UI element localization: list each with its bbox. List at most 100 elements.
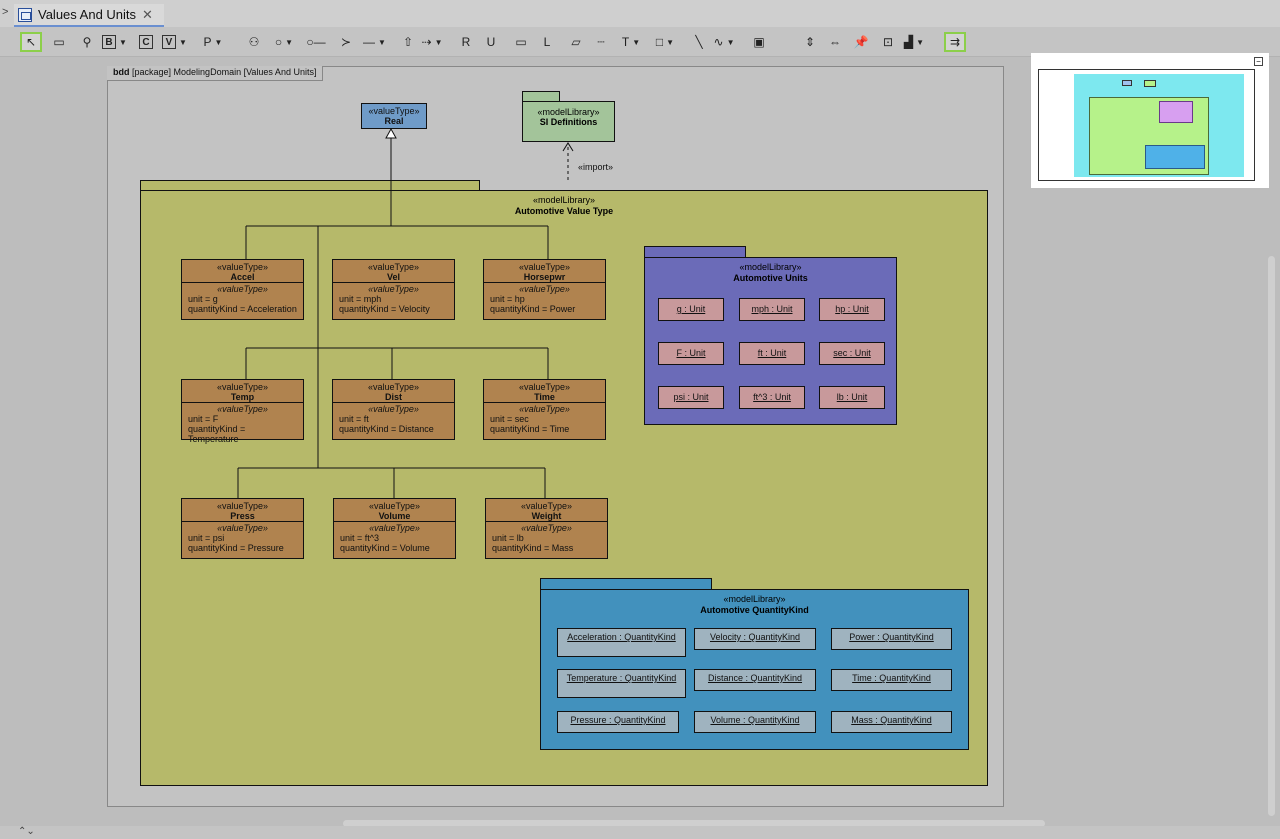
auto-layout-tool[interactable]: ⇉ [944,32,966,52]
unit-instance[interactable]: sec : Unit [819,342,885,365]
dropdown-arrow-icon[interactable]: ▼ [179,37,187,47]
corner-tool[interactable]: L [536,32,558,52]
compartment-stereotype: «valueType» [519,284,570,294]
auto-units-name: Automotive Units [733,273,808,283]
realization-tool[interactable]: R [455,32,477,52]
si-definitions-package-tab [522,91,560,102]
port-tool-icon: P [203,35,212,49]
dependency-tool[interactable]: ⇢▼ [421,32,443,52]
si-stereotype: «modelLibrary» [537,107,600,117]
dropdown-arrow-icon[interactable]: ▼ [434,37,443,47]
block-tool[interactable]: B▼ [102,32,127,52]
collapse-minimap-icon[interactable]: − [1254,57,1263,66]
unit-attribute: unit = psi [188,533,225,543]
usage-tool[interactable]: U [480,32,502,52]
si-definitions-package[interactable]: «modelLibrary» SI Definitions [522,101,615,142]
dropdown-arrow-icon[interactable]: ▼ [916,37,925,47]
quantitykind-instance[interactable]: Acceleration : QuantityKind [557,628,686,657]
quantitykind-instance[interactable]: Mass : QuantityKind [831,711,952,733]
layout-tool[interactable]: ▟▼ [903,32,925,52]
quantitykind-instance[interactable]: Distance : QuantityKind [694,669,816,691]
dropdown-arrow-icon[interactable]: ▼ [666,37,675,47]
valuetype-tool[interactable]: V▼ [162,32,187,52]
value-type-stereotype: «valueType» [216,262,269,272]
actor-tool[interactable]: ⚇ [243,32,265,52]
real-value-type[interactable]: «valueType» Real [361,103,427,129]
center-tool[interactable]: ⊡ [877,32,899,52]
dropdown-arrow-icon[interactable]: ▼ [285,37,294,47]
dropdown-arrow-icon[interactable]: ▼ [726,37,735,47]
vertical-scrollbar[interactable] [1268,256,1275,816]
minimap-viewport[interactable] [1038,69,1255,181]
dropdown-arrow-icon[interactable]: ▼ [119,37,127,47]
unit-instance[interactable]: psi : Unit [658,386,724,409]
quantitykind-instance[interactable]: Pressure : QuantityKind [557,711,679,733]
value-type-stereotype: «valueType» [518,382,571,392]
pointer-tool[interactable]: ↖ [20,32,42,52]
quantitykind-instance[interactable]: Time : QuantityKind [831,669,952,691]
path-tool-icon: ∿ [713,35,724,49]
tab-values-and-units[interactable]: Values And Units ✕ [14,4,164,27]
auto-units-stereotype: «modelLibrary» [739,262,802,272]
unit-instance[interactable]: hp : Unit [819,298,885,321]
path-tool[interactable]: ∿▼ [713,32,735,52]
distribute-v-tool[interactable]: ⇕ [799,32,821,52]
line-tool[interactable]: —▼ [363,32,386,52]
pin-tool[interactable]: ⚲ [76,32,98,52]
lollipop-tool[interactable]: ○— [305,32,327,52]
quantitykind-attribute: quantityKind = Temperature [188,424,246,444]
quantitykind-instance[interactable]: Velocity : QuantityKind [694,628,816,650]
unit-instance[interactable]: lb : Unit [819,386,885,409]
dropdown-arrow-icon[interactable]: ▼ [632,37,641,47]
circle-tool[interactable]: ○▼ [273,32,295,52]
distribute-h-tool-icon: ⇔ [829,35,841,49]
package-tool-icon: ▭ [53,35,65,49]
package-tool[interactable]: ▭ [48,32,70,52]
auto-units-package-tab [644,246,746,258]
pin-diagram-tool[interactable]: 📌 [850,32,872,52]
unit-instance[interactable]: F : Unit [658,342,724,365]
unit-instance[interactable]: mph : Unit [739,298,805,321]
shape-tool[interactable]: □▼ [654,32,676,52]
compartment-stereotype: «valueType» [217,404,268,414]
unit-instance[interactable]: g : Unit [658,298,724,321]
quantitykind-instance[interactable]: Temperature : QuantityKind [557,669,686,698]
quantitykind-instance[interactable]: Volume : QuantityKind [694,711,816,733]
dropdown-arrow-icon[interactable]: ▼ [378,37,386,47]
distribute-h-tool[interactable]: ⇔ [824,32,846,52]
required-interface-tool[interactable]: ≻ [335,32,357,52]
rect-tool[interactable]: ▭ [510,32,532,52]
image-tool[interactable]: ▣ [748,32,770,52]
constraint-tool[interactable]: C [135,32,157,52]
note-tool[interactable]: ▱ [565,32,587,52]
scroll-arrows-icon[interactable]: ⌃⌄ [18,826,35,837]
valuetype-tool-icon: V [162,35,176,49]
port-tool[interactable]: P▼ [202,32,224,52]
unit-instance[interactable]: ft^3 : Unit [739,386,805,409]
value-type-stereotype: «valueType» [367,262,420,272]
close-icon[interactable]: ✕ [142,6,153,22]
quantitykind-instance[interactable]: Power : QuantityKind [831,628,952,650]
import-label: «import» [578,162,614,172]
text-tool[interactable]: T▼ [620,32,642,52]
dropdown-arrow-icon[interactable]: ▼ [214,37,223,47]
diagonal-tool[interactable]: ╲ [688,32,710,52]
horizontal-scrollbar[interactable] [343,820,1045,827]
unit-instance[interactable]: ft : Unit [739,342,805,365]
dotted-tool[interactable]: ┈ [590,32,612,52]
expand-arrow-icon[interactable]: > [2,6,9,18]
required-interface-tool-icon: ≻ [340,35,352,49]
generalization-tool[interactable]: ⇧ [397,32,419,52]
